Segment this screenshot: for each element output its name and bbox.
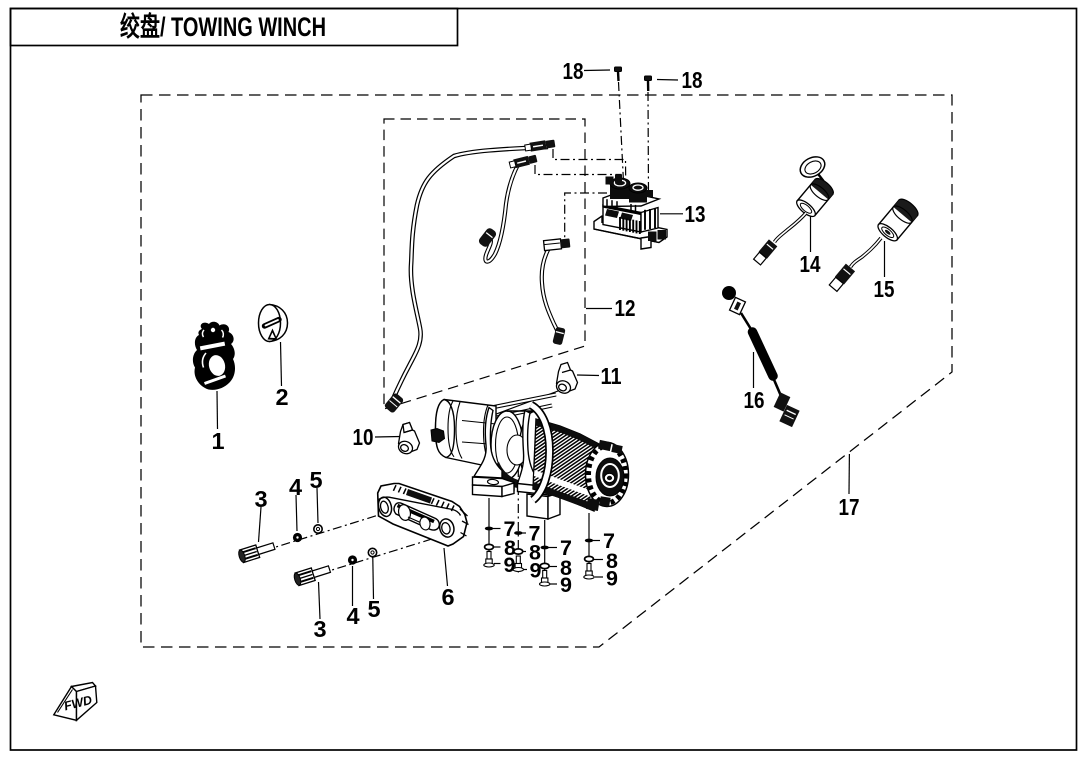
svg-text:2: 2 xyxy=(275,384,288,410)
svg-text:10: 10 xyxy=(353,424,374,450)
svg-text:7: 7 xyxy=(603,529,615,553)
svg-text:3: 3 xyxy=(254,486,267,512)
svg-text:17: 17 xyxy=(839,494,860,520)
svg-text:5: 5 xyxy=(309,467,322,493)
svg-text:7: 7 xyxy=(560,536,572,560)
svg-text:8: 8 xyxy=(529,541,541,565)
svg-text:4: 4 xyxy=(289,474,302,500)
svg-text:8: 8 xyxy=(504,536,516,560)
svg-text:14: 14 xyxy=(800,251,821,277)
svg-text:9: 9 xyxy=(530,559,542,583)
svg-text:8: 8 xyxy=(560,556,572,580)
svg-text:13: 13 xyxy=(685,201,706,227)
svg-text:18: 18 xyxy=(563,58,584,84)
svg-text:7: 7 xyxy=(504,517,516,541)
svg-text:9: 9 xyxy=(606,567,618,591)
svg-text:11: 11 xyxy=(601,363,622,389)
svg-text:3: 3 xyxy=(313,616,326,642)
svg-text:8: 8 xyxy=(606,549,618,573)
svg-text:5: 5 xyxy=(367,596,380,622)
svg-text:4: 4 xyxy=(346,603,359,629)
svg-text:绞盘/ TOWING WINCH: 绞盘/ TOWING WINCH xyxy=(120,11,326,42)
svg-text:9: 9 xyxy=(504,553,516,577)
svg-text:6: 6 xyxy=(441,584,454,610)
svg-text:16: 16 xyxy=(744,387,765,413)
svg-text:FWD: FWD xyxy=(63,693,94,713)
svg-text:7: 7 xyxy=(529,522,541,546)
svg-text:18: 18 xyxy=(682,67,703,93)
svg-text:15: 15 xyxy=(874,276,895,302)
svg-text:1: 1 xyxy=(211,428,224,454)
svg-text:9: 9 xyxy=(560,573,572,597)
svg-text:12: 12 xyxy=(615,295,636,321)
